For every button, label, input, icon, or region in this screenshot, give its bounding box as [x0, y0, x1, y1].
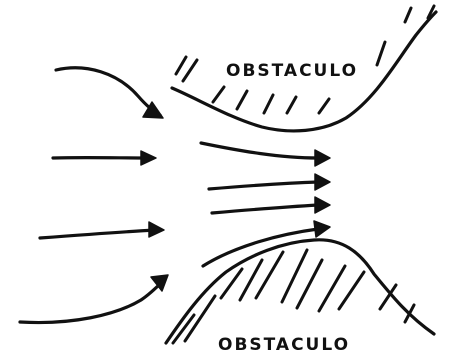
bottom-obstacle-label: OBSTACULO [218, 335, 350, 355]
top-obstacle: OBSTACULO [172, 6, 436, 131]
flow-arrows [20, 68, 330, 323]
flow-arrow [209, 174, 330, 190]
flow-arrow [40, 222, 164, 238]
flow-arrow [212, 197, 330, 213]
top-obstacle-hatching [176, 6, 434, 113]
top-obstacle-label: OBSTACULO [226, 61, 358, 81]
flow-arrow [201, 143, 330, 166]
bottom-obstacle: OBSTACULO [166, 240, 434, 355]
bottom-obstacle-boundary [166, 240, 434, 343]
flow-arrow [203, 221, 330, 266]
flow-arrow [20, 275, 168, 323]
flow-arrow [56, 68, 163, 118]
flow-arrow [53, 151, 156, 165]
